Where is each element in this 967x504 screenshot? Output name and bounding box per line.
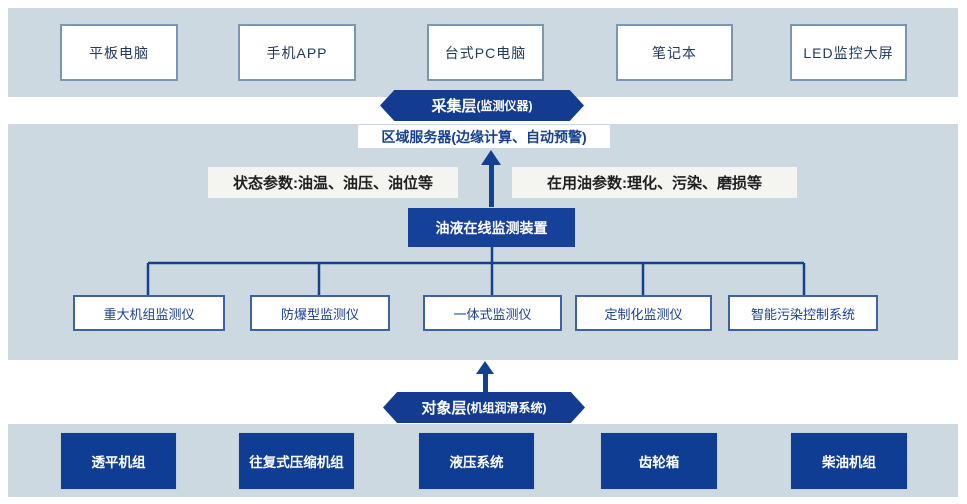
node-laptop: 笔记本 bbox=[616, 24, 733, 81]
arrow-stem bbox=[488, 165, 494, 207]
node-integrated-monitor: 一体式监测仪 bbox=[423, 295, 562, 331]
collection-layer-title: 采集层 bbox=[431, 98, 477, 115]
node-customized-monitor: 定制化监测仪 bbox=[575, 295, 712, 331]
label-status-params: 状态参数:油温、油压、油位等 bbox=[208, 167, 458, 198]
node-regional-server: 区域服务器(边缘计算、自动预警) bbox=[358, 125, 610, 148]
node-led-screen: LED监控大屏 bbox=[790, 24, 907, 81]
node-tablet: 平板电脑 bbox=[60, 24, 178, 81]
up-arrow-to-server bbox=[480, 150, 502, 207]
arrow-head-icon bbox=[481, 150, 501, 165]
node-turbine-unit: 透平机组 bbox=[60, 432, 177, 490]
node-desktop-pc: 台式PC电脑 bbox=[427, 24, 544, 81]
node-diesel-unit: 柴油机组 bbox=[790, 432, 908, 490]
node-hydraulic-system: 液压系统 bbox=[418, 432, 535, 490]
label-oil-params: 在用油参数:理化、污染、磨损等 bbox=[512, 167, 797, 198]
node-reciprocating-compressor: 往复式压缩机组 bbox=[238, 432, 355, 490]
node-gearbox: 齿轮箱 bbox=[600, 432, 718, 490]
up-arrow-to-monitors bbox=[474, 361, 496, 393]
object-layer-subtitle: (机组润滑系统) bbox=[466, 401, 547, 415]
node-pollution-control-system: 智能污染控制系统 bbox=[728, 295, 878, 331]
object-layer-title: 对象层 bbox=[421, 400, 467, 417]
arrow-stem bbox=[482, 374, 488, 393]
node-major-unit-monitor: 重大机组监测仪 bbox=[73, 295, 225, 331]
node-explosionproof-monitor: 防爆型监测仪 bbox=[250, 295, 390, 331]
node-mobile-app: 手机APP bbox=[238, 24, 356, 81]
object-layer-banner: 对象层 (机组润滑系统) bbox=[383, 392, 585, 423]
arrow-head-icon bbox=[476, 361, 494, 374]
node-oil-monitor-device: 油液在线监测装置 bbox=[408, 208, 575, 247]
collection-layer-banner: 采集层(监测仪器) bbox=[380, 90, 584, 121]
collection-layer-subtitle: (监测仪器) bbox=[476, 99, 533, 113]
